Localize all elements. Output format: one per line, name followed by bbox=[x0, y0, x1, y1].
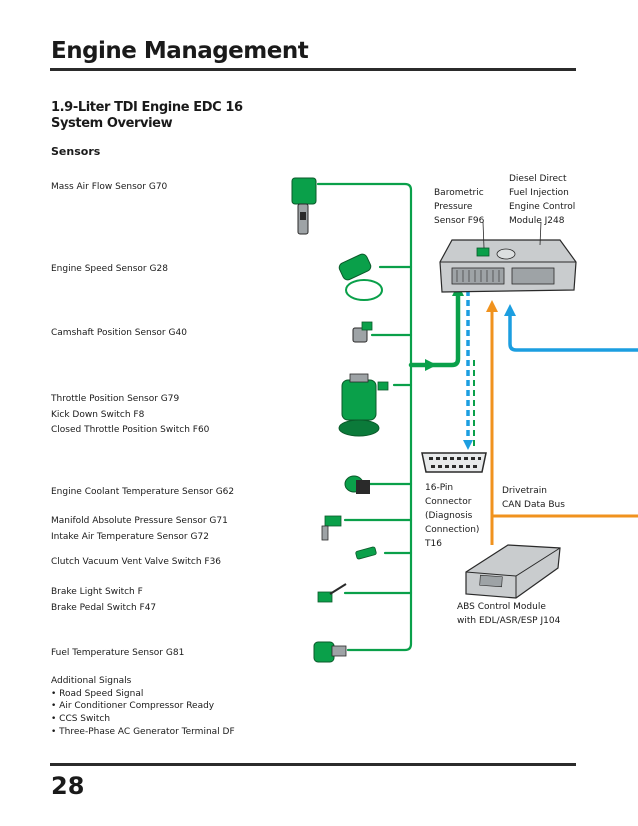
manifold-sensor-graphic bbox=[321, 515, 342, 541]
label-cam-sensor: Camshaft Position Sensor G40 bbox=[51, 326, 187, 342]
connector-line-4: Connection) bbox=[425, 525, 480, 535]
label-brake-group: Brake Light Switch F Brake Pedal Switch … bbox=[51, 585, 156, 616]
ecm-line-1: Diesel Direct bbox=[509, 174, 567, 184]
speed-sensor-graphic bbox=[338, 253, 383, 301]
can-line-2: CAN Data Bus bbox=[502, 500, 565, 510]
blue-output-line bbox=[508, 310, 638, 352]
diagram-subtitle: 1.9-Liter TDI Engine EDC 16 System Overv… bbox=[51, 100, 311, 132]
label-throttle-group: Throttle Position Sensor G79 Kick Down S… bbox=[51, 392, 209, 439]
page-number: 28 bbox=[51, 772, 85, 800]
abs-line-2: with EDL/ASR/ESP J104 bbox=[457, 616, 561, 626]
label-speed-sensor: Engine Speed Sensor G28 bbox=[51, 262, 168, 278]
cam-sensor-graphic bbox=[352, 321, 373, 343]
label-brake-2: Brake Pedal Switch F47 bbox=[51, 602, 157, 613]
label-throttle-1: Throttle Position Sensor G79 bbox=[51, 394, 180, 404]
label-diagnostic-connector: 16-Pin Connector (Diagnosis Connection) … bbox=[425, 481, 479, 551]
label-maf-text: Mass Air Flow Sensor G70 bbox=[51, 182, 168, 192]
label-fuel-text: Fuel Temperature Sensor G81 bbox=[51, 648, 185, 658]
barometric-leader bbox=[482, 221, 485, 249]
abs-line-1: ABS Control Module bbox=[457, 602, 546, 612]
ecm-line-4: Module J248 bbox=[509, 216, 565, 226]
coolant-sensor-graphic bbox=[344, 475, 370, 494]
label-barometric-sensor: Barometric Pressure Sensor F96 bbox=[434, 186, 484, 228]
label-throttle-3: Closed Throttle Position Switch F60 bbox=[51, 425, 210, 435]
barometric-line-3: Sensor F96 bbox=[434, 216, 485, 226]
label-coolant-sensor: Engine Coolant Temperature Sensor G62 bbox=[51, 485, 234, 501]
diagnosis-line bbox=[466, 290, 475, 448]
label-speed-text: Engine Speed Sensor G28 bbox=[51, 264, 168, 274]
ecm-input-arrow bbox=[425, 359, 437, 371]
barometric-line-1: Barometric bbox=[434, 188, 484, 198]
fuel-sensor-graphic bbox=[313, 641, 347, 663]
diagnostic-connector-graphic bbox=[421, 452, 487, 473]
ecm-module-graphic bbox=[439, 239, 577, 293]
label-clutch-switch: Clutch Vacuum Vent Valve Switch F36 bbox=[51, 555, 221, 571]
label-can-bus: Drivetrain CAN Data Bus bbox=[502, 484, 565, 512]
maf-sensor-graphic bbox=[291, 177, 317, 235]
additional-item: • CCS Switch bbox=[51, 714, 111, 725]
additional-item: • Three-Phase AC Generator Terminal DF bbox=[51, 726, 235, 737]
additional-heading: Additional Signals bbox=[51, 676, 132, 686]
ecm-leader bbox=[539, 221, 542, 246]
ecm-line-3: Engine Control bbox=[509, 202, 576, 212]
additional-signals: Additional Signals • Road Speed Signal •… bbox=[51, 675, 235, 739]
can-bus-lines bbox=[490, 305, 638, 545]
clutch-switch-graphic bbox=[355, 546, 377, 560]
ecm-line-2: Fuel Injection bbox=[509, 188, 569, 198]
barometric-line-2: Pressure bbox=[434, 202, 473, 212]
ecm-input-line bbox=[408, 287, 461, 368]
additional-item: • Road Speed Signal bbox=[51, 688, 144, 699]
label-ecm: Diesel Direct Fuel Injection Engine Cont… bbox=[509, 172, 575, 228]
sensor-signal-lines bbox=[316, 182, 413, 652]
bottom-divider bbox=[50, 763, 576, 766]
label-clutch-text: Clutch Vacuum Vent Valve Switch F36 bbox=[51, 557, 222, 567]
label-manifold-1: Manifold Absolute Pressure Sensor G71 bbox=[51, 516, 228, 526]
label-throttle-2: Kick Down Switch F8 bbox=[51, 409, 145, 420]
diagnosis-arrow-down bbox=[463, 440, 473, 450]
blue-up-arrow bbox=[504, 304, 516, 316]
subtitle-line-2: System Overview bbox=[51, 116, 173, 131]
label-cam-text: Camshaft Position Sensor G40 bbox=[51, 328, 187, 338]
label-fuel-sensor: Fuel Temperature Sensor G81 bbox=[51, 646, 184, 662]
sensors-heading: Sensors bbox=[51, 145, 101, 158]
connector-line-2: Connector bbox=[425, 497, 472, 507]
subtitle-line-1: 1.9-Liter TDI Engine EDC 16 bbox=[51, 100, 243, 115]
connector-line-3: (Diagnosis bbox=[425, 511, 473, 521]
top-divider bbox=[50, 68, 576, 71]
page-title: Engine Management bbox=[51, 38, 309, 64]
connector-line-1: 16-Pin bbox=[425, 483, 454, 493]
label-manifold-2: Intake Air Temperature Sensor G72 bbox=[51, 531, 209, 542]
label-brake-1: Brake Light Switch F bbox=[51, 587, 143, 597]
throttle-sensor-graphic bbox=[338, 373, 389, 437]
brake-switch-graphic bbox=[317, 583, 347, 603]
connector-line-5: T16 bbox=[425, 539, 442, 549]
label-maf-sensor: Mass Air Flow Sensor G70 bbox=[51, 180, 167, 196]
label-coolant-text: Engine Coolant Temperature Sensor G62 bbox=[51, 487, 235, 497]
abs-module-graphic bbox=[465, 544, 561, 599]
can-line-1: Drivetrain bbox=[502, 486, 547, 496]
label-manifold-group: Manifold Absolute Pressure Sensor G71 In… bbox=[51, 514, 228, 545]
can-up-arrow bbox=[486, 300, 498, 312]
additional-item: • Air Conditioner Compressor Ready bbox=[51, 701, 215, 712]
label-abs-module: ABS Control Module with EDL/ASR/ESP J104 bbox=[457, 600, 560, 628]
